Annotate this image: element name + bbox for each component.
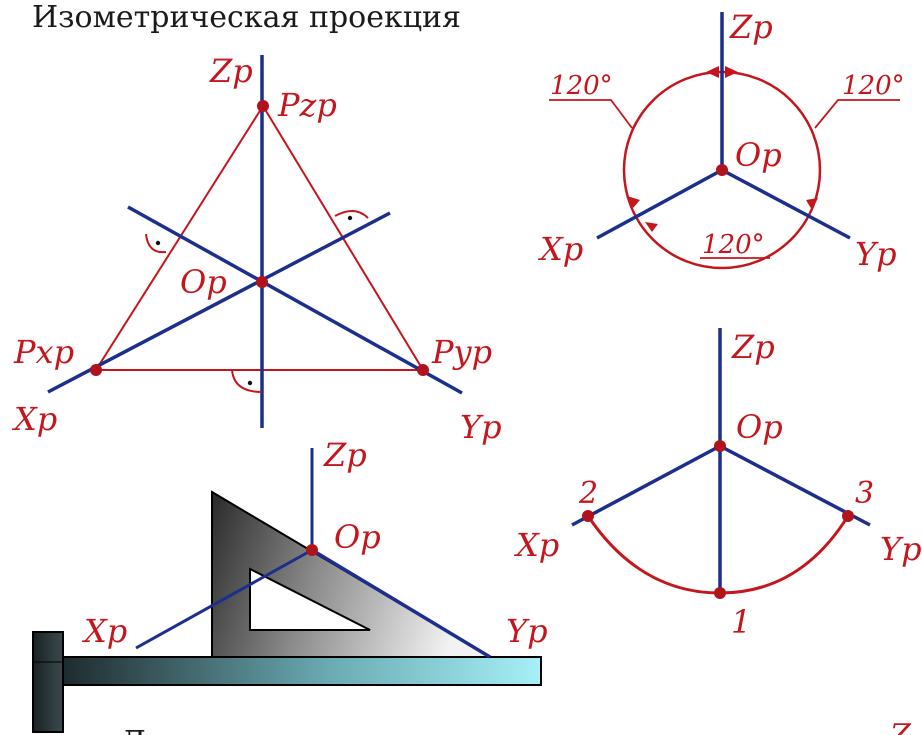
label-op: Op (736, 408, 783, 446)
right-angle-marker-right (334, 210, 369, 219)
y-axis (311, 548, 491, 659)
label-xp: Xp (513, 526, 559, 564)
label-pzp: Pzp (277, 86, 337, 124)
label-yp: Yp (506, 612, 548, 650)
label-point-3: 3 (855, 476, 874, 511)
label-pxp: Pxp (13, 333, 74, 371)
arrowhead-top-right (725, 66, 738, 78)
figure-arc-construction: Zp Op Xp Yp 2 3 1 (513, 328, 922, 641)
x-axis (47, 211, 391, 394)
arc-1-2-3 (586, 515, 850, 595)
label-op: Op (735, 136, 782, 174)
bottom-caption: Д (122, 725, 146, 735)
label-zp: Zp (323, 436, 367, 474)
label-point-1: 1 (731, 603, 751, 641)
right-angle-marker-bottom (231, 369, 263, 393)
right-angle-dot-left (155, 240, 161, 246)
label-xp: Xp (81, 612, 127, 650)
label-yp: Yp (880, 530, 922, 568)
bottom-corner-label: Z (889, 718, 912, 735)
point-pzp (257, 100, 269, 112)
label-op: Op (334, 518, 381, 556)
label-angle-bottom: 120° (702, 230, 765, 260)
y-axis (721, 168, 851, 240)
ruler (62, 656, 542, 686)
arrowhead-top-left (706, 66, 719, 78)
leader-right (814, 99, 900, 129)
label-zp: Zp (209, 52, 253, 90)
t-square-stem (32, 631, 64, 733)
leader-left (549, 99, 633, 129)
label-yp: Yp (855, 235, 897, 273)
label-xp: Xp (11, 400, 57, 438)
point-op (306, 544, 318, 556)
x-axis (571, 444, 721, 527)
label-angle-right: 120° (842, 71, 905, 101)
label-xp: Xp (537, 230, 583, 268)
figure-set-square-method: Zp Op Xp Yp (32, 436, 548, 733)
label-pyp: Pyp (431, 333, 492, 371)
point-pyp (417, 364, 429, 376)
label-zp: Zp (729, 8, 773, 46)
label-angle-left: 120° (550, 71, 613, 101)
point-2 (582, 510, 594, 522)
figure-triangle-construction: Zp Pzp Op Pxp Pyp Xp Yp (11, 52, 502, 446)
right-angle-dot-bottom (247, 380, 253, 386)
point-3 (842, 510, 854, 522)
label-op: Op (180, 263, 227, 301)
t-square-stem-top (32, 631, 64, 663)
y-axis (127, 205, 463, 395)
point-op (716, 164, 728, 176)
arrowhead-bottom-left (645, 222, 658, 232)
point-op (714, 440, 726, 452)
x-axis (135, 548, 313, 650)
page-title: Изометрическая проекция (32, 0, 461, 35)
x-axis (596, 168, 723, 240)
figure-120-degree-circle: 120° 120° 120° Zp Op Xp Yp (537, 8, 905, 273)
point-1 (714, 587, 726, 599)
right-angle-marker-left (145, 233, 167, 254)
label-yp: Yp (460, 408, 502, 446)
arrowhead-right-lower (806, 198, 818, 210)
label-zp: Zp (731, 328, 775, 366)
arrowhead-left-lower (627, 196, 640, 208)
right-angle-dot-right (347, 215, 353, 221)
construction-triangle (94, 104, 425, 371)
point-pxp (90, 364, 102, 376)
point-op (256, 276, 268, 288)
label-point-2: 2 (578, 476, 598, 511)
